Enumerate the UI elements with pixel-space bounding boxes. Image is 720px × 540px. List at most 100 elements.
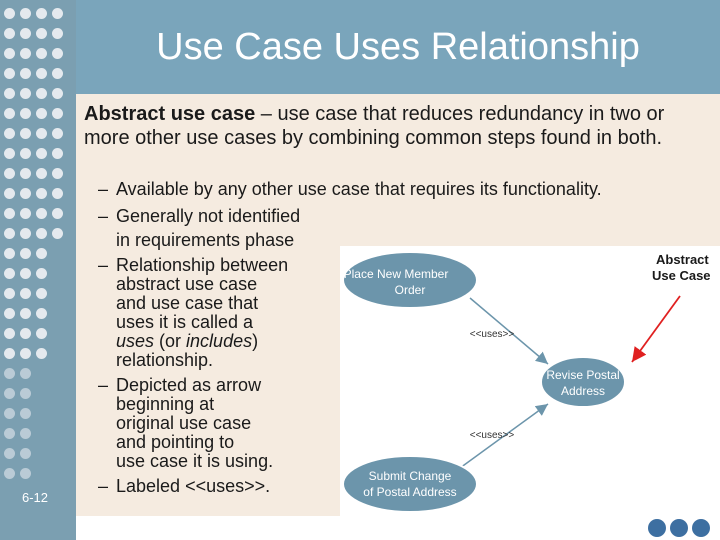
use-case-label: Submit Change (369, 469, 452, 483)
decorative-dot (4, 288, 15, 299)
annotation-line: Use Case (652, 268, 711, 283)
annotation-line: Abstract (656, 252, 709, 267)
decorative-dot (4, 28, 15, 39)
stereotype-label: <<uses>> (470, 430, 515, 441)
decorative-dot (36, 108, 47, 119)
decorative-dot (36, 128, 47, 139)
decorative-dot (36, 248, 47, 259)
decorative-dot (36, 288, 47, 299)
decorative-dot (20, 48, 31, 59)
use-case-label: Address (561, 384, 605, 398)
decorative-dot (36, 68, 47, 79)
decorative-dot (4, 388, 15, 399)
decorative-dot (4, 228, 15, 239)
decorative-dot (36, 188, 47, 199)
slide-number: 6-12 (21, 490, 49, 505)
decorative-dot (4, 168, 15, 179)
decorative-dot (20, 148, 31, 159)
decorative-dot (4, 348, 15, 359)
definition-text: – use case that reduces redundancy in tw… (84, 103, 665, 149)
decorative-dot (36, 308, 47, 319)
decorative-dot (52, 228, 63, 239)
decorative-dot (20, 228, 31, 239)
decorative-dot (36, 228, 47, 239)
decorative-dot (20, 108, 31, 119)
decorative-dot (4, 408, 15, 419)
bullet-line: Labeled <<uses>>. (116, 476, 271, 496)
bullet-line: relationship. (116, 350, 214, 370)
stereotype-label: <<uses>> (470, 329, 515, 340)
decorative-dot (4, 368, 15, 379)
decorative-dot (36, 88, 47, 99)
decorative-dot (4, 468, 15, 479)
decorative-dot (20, 448, 31, 459)
decorative-dot (4, 308, 15, 319)
definition-term: Abstract use case (84, 103, 256, 125)
bullet-dash: – (98, 476, 109, 496)
bullet-line: in requirements phase (116, 230, 295, 250)
bullet-line: Relationship between (116, 255, 289, 275)
decorative-dot (4, 48, 15, 59)
sidebar: 6-12 (0, 0, 76, 540)
decorative-dot (4, 428, 15, 439)
decorative-dot (52, 88, 63, 99)
decorative-dot (36, 268, 47, 279)
use-case-ellipse-place-order (342, 251, 478, 309)
bullet-line: uses it is called a (116, 312, 254, 332)
decorative-dot (4, 68, 15, 79)
decorative-dot (52, 8, 63, 19)
decorative-dot (20, 348, 31, 359)
use-case-label: Order (395, 283, 426, 297)
uses-arrow-1 (469, 297, 549, 365)
decorative-dot (20, 428, 31, 439)
decorative-dot (20, 68, 31, 79)
decorative-dot (4, 268, 15, 279)
decorative-dot (36, 48, 47, 59)
bullet-line: use case it is using. (116, 451, 274, 471)
decorative-dot (52, 128, 63, 139)
decorative-dot (20, 208, 31, 219)
use-case-label: of Postal Address (363, 485, 456, 499)
decorative-dot (36, 348, 47, 359)
bullet-line-uses-includes: uses (or includes) (116, 331, 259, 351)
decorative-dot (20, 288, 31, 299)
decorative-dot (36, 328, 47, 339)
bullet-line: original use case (116, 413, 252, 433)
decorative-dot (4, 208, 15, 219)
title-bar: Use Case Uses Relationship (76, 0, 720, 94)
bullet-line: Depicted as arrow (116, 375, 262, 395)
decorative-dot (36, 168, 47, 179)
decorative-dot (670, 519, 688, 537)
decorative-dot (20, 468, 31, 479)
use-case-label: Place New Member (344, 267, 449, 281)
uses-arrow-2 (459, 403, 549, 469)
bullet-dash: – (98, 255, 109, 275)
abstract-use-case-annotation: Abstract Use Case (652, 252, 711, 284)
decorative-dot (20, 328, 31, 339)
decorative-dot (52, 208, 63, 219)
decorative-dot (20, 388, 31, 399)
decorative-dot (52, 68, 63, 79)
use-case-diagram-svg: Place New Member Order Revise Postal Add… (342, 251, 681, 513)
decorative-dot (4, 108, 15, 119)
decorative-dot (692, 519, 710, 537)
decorative-dot (4, 148, 15, 159)
decorative-dot (20, 168, 31, 179)
bullet-line: beginning at (116, 394, 215, 414)
decorative-dot (4, 88, 15, 99)
decorative-dot (20, 8, 31, 19)
use-case-ellipse-revise-address (540, 356, 626, 408)
annotation-arrow (631, 295, 681, 363)
use-case-label: Revise Postal (546, 368, 619, 382)
decorative-dot (20, 408, 31, 419)
slide-title: Use Case Uses Relationship (156, 26, 640, 68)
bullet-line: Generally not identified (116, 206, 301, 226)
bullet-dash: – (98, 206, 109, 226)
definition-paragraph: Abstract use case – use case that reduce… (84, 102, 712, 150)
decorative-dot (4, 188, 15, 199)
decorative-dot (36, 208, 47, 219)
bullet-dash: – (98, 179, 109, 199)
use-case-diagram: Place New Member Order Revise Postal Add… (340, 246, 720, 516)
decorative-dot (4, 248, 15, 259)
decorative-dot (20, 188, 31, 199)
